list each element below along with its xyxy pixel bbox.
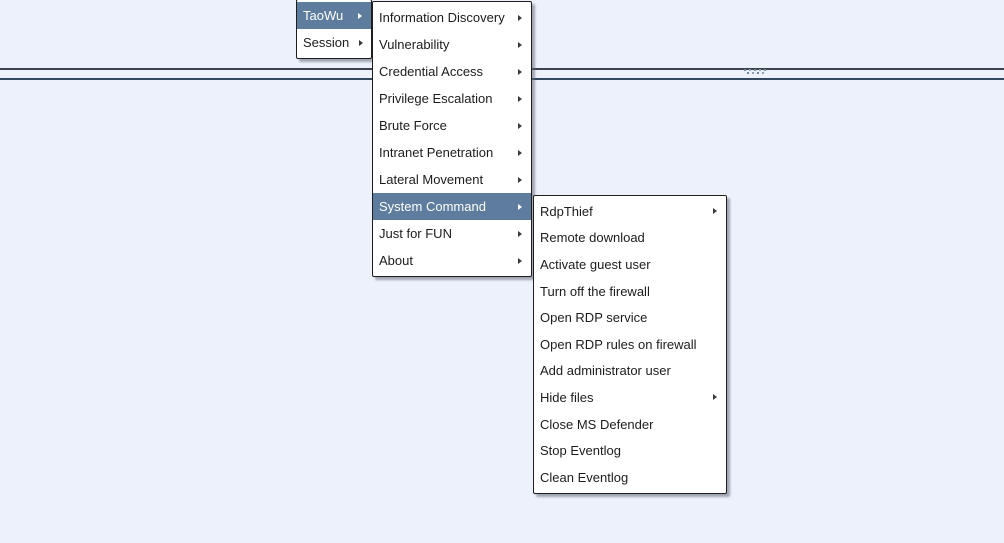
menu-item-remote-download[interactable]: Remote download (534, 225, 726, 252)
menu-item-privilege-escalation[interactable]: Privilege Escalation (373, 85, 531, 112)
submenu-arrow-icon (358, 12, 362, 19)
menu-item-taowu[interactable]: TaoWu (297, 2, 371, 29)
menu-item-just-for-fun[interactable]: Just for FUN (373, 220, 531, 247)
menu-item-label: Stop Eventlog (540, 443, 621, 459)
menu-item-label: Intranet Penetration (379, 145, 494, 160)
menu-item-label: TaoWu (303, 8, 344, 23)
menu-item-label: Remote download (540, 230, 645, 246)
submenu-arrow-icon (518, 257, 522, 264)
menu-item-vulnerability[interactable]: Vulnerability (373, 31, 531, 58)
menu-item-activate-guest-user[interactable]: Activate guest user (534, 251, 726, 278)
menu-item-label: About (379, 253, 413, 268)
menu-item-open-rdp-service[interactable]: Open RDP service (534, 304, 726, 331)
menu-item-close-ms-defender[interactable]: Close MS Defender (534, 411, 726, 438)
menu-item-label: Activate guest user (540, 256, 651, 272)
menu-item-label: Privilege Escalation (379, 91, 493, 106)
menu-item-label: Hide files (540, 389, 594, 405)
menu-item-add-administrator-user[interactable]: Add administrator user (534, 358, 726, 385)
menu-item-label: Clean Eventlog (540, 469, 629, 485)
submenu-arrow-icon (518, 176, 522, 183)
menu-item-turn-off-the-firewall[interactable]: Turn off the firewall (534, 278, 726, 305)
submenu-arrow-icon (518, 122, 522, 129)
menu-item-label: Open RDP service (540, 310, 648, 326)
menu-item-label: Lateral Movement (379, 172, 484, 187)
menu-item-information-discovery[interactable]: Information Discovery (373, 4, 531, 31)
menu-item-label: Information Discovery (379, 10, 505, 25)
submenu-arrow-icon (518, 203, 522, 210)
menu-item-session[interactable]: Session (297, 29, 371, 56)
menu-item-about[interactable]: About (373, 247, 531, 274)
menu-item-lateral-movement[interactable]: Lateral Movement (373, 166, 531, 193)
submenu-arrow-icon (518, 14, 522, 21)
menu-item-label: Vulnerability (379, 37, 450, 52)
menu-item-label: Credential Access (379, 64, 484, 79)
menu-item-label: Just for FUN (379, 226, 452, 241)
menu-item-label: Brute Force (379, 118, 447, 133)
submenu-arrow-icon (518, 68, 522, 75)
menu-item-open-rdp-rules-on-firewall[interactable]: Open RDP rules on firewall (534, 331, 726, 358)
menu-item-rdpthief[interactable]: RdpThief (534, 198, 726, 225)
menu-item-credential-access[interactable]: Credential Access (373, 58, 531, 85)
menu-item-label: Add administrator user (540, 363, 671, 379)
menu-item-label: Session (303, 35, 350, 50)
menu-item-system-command[interactable]: System Command (373, 193, 531, 220)
menu-item-label: System Command (379, 199, 486, 214)
splitter-grip-icon[interactable] (744, 69, 772, 77)
submenu-arrow-icon (518, 230, 522, 237)
menu-item-label: Open RDP rules on firewall (540, 336, 697, 352)
submenu-arrow-icon (518, 149, 522, 156)
submenu-arrow-icon (713, 394, 717, 401)
menu-item-stop-eventlog[interactable]: Stop Eventlog (534, 437, 726, 464)
submenu-arrow-icon (713, 208, 717, 215)
submenu-arrow-icon (359, 39, 364, 46)
submenu-arrow-icon (518, 41, 522, 48)
menu-item-brute-force[interactable]: Brute Force (373, 112, 531, 139)
menu-item-label: Close MS Defender (540, 416, 654, 432)
menu-item-hide-files[interactable]: Hide files (534, 384, 726, 411)
menu-item-clean-eventlog[interactable]: Clean Eventlog (534, 464, 726, 491)
menu-item-intranet-penetration[interactable]: Intranet Penetration (373, 139, 531, 166)
menu-item-label: RdpThief (540, 203, 593, 219)
submenu-arrow-icon (518, 95, 522, 102)
menu-item-label: Turn off the firewall (540, 283, 650, 299)
